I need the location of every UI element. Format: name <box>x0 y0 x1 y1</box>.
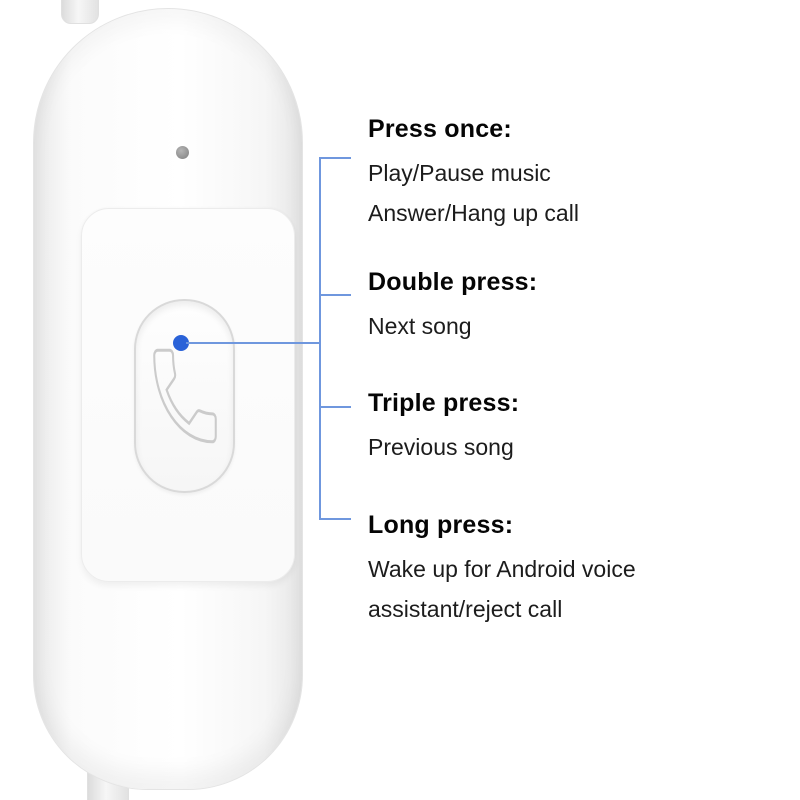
earphone-cable-top <box>61 0 99 24</box>
annotation-block-long-press: Long press: Wake up for Android voice as… <box>368 508 636 629</box>
connector-line-button <box>186 342 320 344</box>
control-panel <box>81 208 295 582</box>
annotation-block-double-press: Double press: Next song <box>368 265 537 346</box>
annotation-line: Previous song <box>368 434 514 460</box>
annotation-line: Next song <box>368 313 472 339</box>
annotation-heading: Triple press: <box>368 389 520 417</box>
annotation-heading: Long press: <box>368 511 514 539</box>
remote-device-body <box>33 8 303 790</box>
pointer-dot <box>173 335 189 351</box>
phone-handset-icon <box>144 335 226 457</box>
connector-tick-double-press <box>319 294 351 296</box>
connector-tick-long-press <box>319 518 351 520</box>
connector-tick-press-once <box>319 157 351 159</box>
annotation-line: assistant/reject call <box>368 596 563 622</box>
annotation-heading: Double press: <box>368 268 538 296</box>
multifunction-button <box>134 299 235 493</box>
connector-tick-triple-press <box>319 406 351 408</box>
microphone-hole <box>176 146 189 159</box>
annotation-line: Answer/Hang up call <box>368 200 579 226</box>
annotation-block-press-once: Press once: Play/Pause music Answer/Hang… <box>368 112 579 233</box>
connector-line-vertical <box>319 157 321 520</box>
annotation-heading: Press once: <box>368 115 512 143</box>
annotation-line: Play/Pause music <box>368 160 551 186</box>
annotation-line: Wake up for Android voice <box>368 556 636 582</box>
annotation-block-triple-press: Triple press: Previous song <box>368 386 519 467</box>
